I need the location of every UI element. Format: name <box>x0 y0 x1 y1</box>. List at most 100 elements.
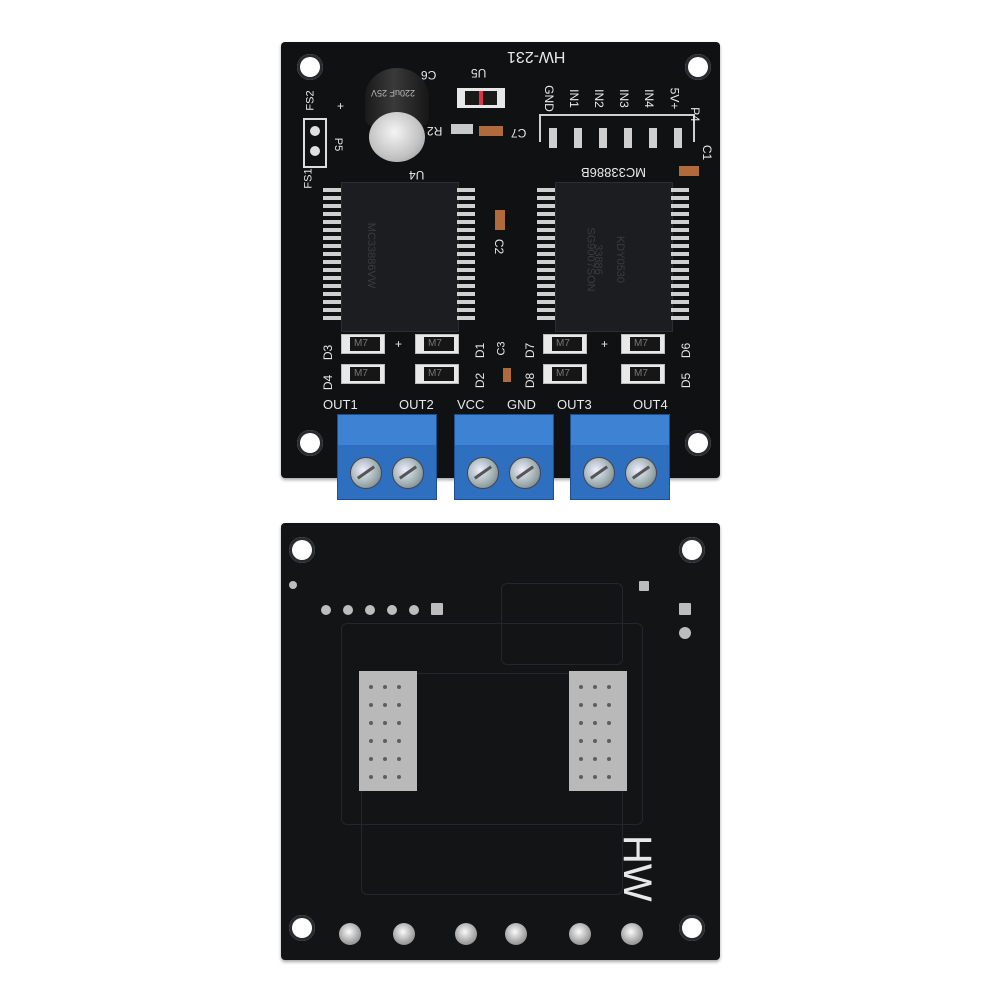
left-driver-ic: MC33886VW <box>341 182 459 332</box>
diode-d1: M7 <box>415 334 459 354</box>
terminal-label-gnd: GND <box>507 397 536 412</box>
header-pin-in4: IN4 <box>641 89 656 108</box>
fuse-jumper <box>303 118 327 168</box>
terminal-pad-out2 <box>393 923 415 945</box>
diode-d4: M7 <box>341 364 385 384</box>
back-fuse-pad-1 <box>679 603 691 615</box>
c7-label: C7 <box>511 126 527 140</box>
back-mounting-hole-bottom-left <box>289 915 315 941</box>
mounting-hole-bottom-right <box>685 430 711 456</box>
left-ic-pins-left <box>323 188 341 324</box>
c6-label: C6 <box>421 68 437 82</box>
terminal-block-out1-out2[interactable] <box>337 414 437 500</box>
back-header-pad-6 <box>431 603 443 615</box>
diode-d5: M7 <box>621 364 665 384</box>
u5-label: U5 <box>471 66 487 80</box>
diode-d1-marking: M7 <box>428 338 442 349</box>
header-pin-in1: IN1 <box>566 89 581 108</box>
terminal-block-vcc-gnd[interactable] <box>454 414 554 500</box>
front-board: HW-231 FS2 FS1 P5 220uF 25V C6 U5 + R2 C… <box>281 42 720 478</box>
back-header-pad-5 <box>409 605 419 615</box>
c1-capacitor <box>679 166 699 176</box>
screw-out1[interactable] <box>350 457 382 489</box>
diode-d7: M7 <box>543 334 587 354</box>
d5-label: D5 <box>679 372 694 389</box>
terminal-label-out3: OUT3 <box>557 397 592 412</box>
back-header-pad-4 <box>387 605 397 615</box>
right-ic-marking-2: 33886 <box>591 244 604 275</box>
mounting-hole-bottom-left <box>297 430 323 456</box>
d1-plus: + <box>395 337 403 351</box>
screw-out4[interactable] <box>625 457 657 489</box>
c3-capacitor <box>503 368 511 382</box>
diode-d4-marking: M7 <box>354 368 368 379</box>
u4-label: U4 <box>409 168 425 182</box>
back-via-left <box>289 581 297 589</box>
diode-d3: M7 <box>341 334 385 354</box>
heatsink-pad-left <box>359 671 417 791</box>
fs1-label: FS1 <box>302 168 315 189</box>
diode-d8-marking: M7 <box>556 368 570 379</box>
d6-label: D6 <box>679 342 694 359</box>
back-header-pad-1 <box>321 605 331 615</box>
c2-label: C2 <box>492 238 507 255</box>
back-via-top-right <box>639 581 649 591</box>
terminal-label-out2: OUT2 <box>399 397 434 412</box>
terminal-pad-out4 <box>621 923 643 945</box>
pin-header-p4 <box>539 114 695 148</box>
diode-d2: M7 <box>415 364 459 384</box>
terminal-pad-vcc <box>455 923 477 945</box>
c3-label: C3 <box>495 341 508 356</box>
screw-vcc[interactable] <box>467 457 499 489</box>
diode-d2-marking: M7 <box>428 368 442 379</box>
terminal-pad-gnd <box>505 923 527 945</box>
d1-label: D1 <box>473 342 488 359</box>
right-ic-top-label: MC33886B <box>581 165 647 180</box>
mounting-hole-top-left <box>297 54 323 80</box>
screw-out2[interactable] <box>392 457 424 489</box>
left-ic-pins-right <box>457 188 475 324</box>
terminal-label-vcc: VCC <box>457 397 485 412</box>
mounting-hole-top-right <box>685 54 711 80</box>
screw-out3[interactable] <box>583 457 615 489</box>
diode-d7-marking: M7 <box>556 338 570 349</box>
screw-gnd[interactable] <box>509 457 541 489</box>
u5-chip <box>457 88 505 108</box>
capacitor-marking: 220uF 25V <box>371 88 416 98</box>
right-driver-ic: SG9007SON 33886 KDY0530 <box>555 182 673 332</box>
d4-label: D4 <box>321 374 336 391</box>
diode-d6: M7 <box>621 334 665 354</box>
header-pin-in3: IN3 <box>616 89 631 108</box>
right-ic-marking-3: KDY0530 <box>614 235 627 284</box>
p4-label: P4 <box>687 107 702 122</box>
back-mounting-hole-bottom-right <box>679 915 705 941</box>
back-trace-3 <box>501 583 623 665</box>
diode-d6-marking: M7 <box>634 338 648 349</box>
r2-resistor <box>451 124 473 134</box>
terminal-block-out3-out4[interactable] <box>570 414 670 500</box>
d6-plus: + <box>601 337 609 351</box>
right-ic-pins-left <box>537 188 555 324</box>
diode-d8: M7 <box>543 364 587 384</box>
back-trace-1 <box>341 623 643 825</box>
back-header-pad-2 <box>343 605 353 615</box>
header-pin-5v: 5V+ <box>667 87 682 110</box>
p5-label: P5 <box>332 137 345 152</box>
c2-capacitor <box>495 210 505 230</box>
diode-d5-marking: M7 <box>634 368 648 379</box>
fs2-label: FS2 <box>304 90 317 111</box>
terminal-pad-out1 <box>339 923 361 945</box>
c7-capacitor <box>479 126 503 136</box>
d7-label: D7 <box>523 342 538 359</box>
back-mounting-hole-top-right <box>679 537 705 563</box>
d8-label: D8 <box>523 372 538 389</box>
back-board: HW <box>281 523 720 960</box>
back-fuse-pad-2 <box>679 627 691 639</box>
electrolytic-capacitor: 220uF 25V <box>365 68 429 162</box>
back-mounting-hole-top-left <box>289 537 315 563</box>
header-pin-in2: IN2 <box>591 89 606 108</box>
r2-label: R2 <box>427 124 443 138</box>
d3-label: D3 <box>321 344 336 361</box>
board-title: HW-231 <box>507 48 566 65</box>
diode-d3-marking: M7 <box>354 338 368 349</box>
